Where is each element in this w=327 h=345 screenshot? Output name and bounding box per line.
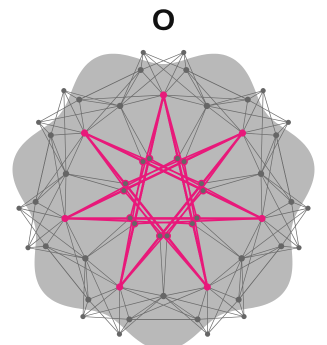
highlight-node <box>200 187 206 193</box>
gray-node <box>48 132 54 138</box>
highlight-node <box>157 233 163 239</box>
gray-node <box>204 103 210 109</box>
gray-node <box>241 314 246 319</box>
gray-node <box>141 50 146 55</box>
gray-node <box>25 245 30 250</box>
highlight-node <box>127 215 133 221</box>
highlight-node <box>239 129 246 136</box>
highlight-node <box>160 91 167 98</box>
highlight-node <box>164 233 170 239</box>
gray-node <box>61 88 66 93</box>
highlight-node <box>131 220 137 226</box>
gray-node <box>288 199 294 205</box>
gray-node <box>195 316 201 322</box>
gray-node <box>117 332 122 337</box>
gray-node <box>85 297 91 303</box>
highlight-node <box>146 155 152 161</box>
gray-node <box>183 67 189 73</box>
gray-node <box>126 316 132 322</box>
gray-node <box>33 199 39 205</box>
highlight-node <box>189 220 195 226</box>
highlight-node <box>140 158 146 164</box>
highlight-node <box>121 187 127 193</box>
gray-node <box>236 297 242 303</box>
highlight-node <box>61 215 68 222</box>
gray-node <box>278 243 284 249</box>
gray-node <box>160 293 166 299</box>
gray-node <box>16 206 21 211</box>
gray-node <box>261 88 266 93</box>
gray-node <box>36 120 41 125</box>
highlight-node <box>122 180 128 186</box>
gray-node <box>76 97 82 103</box>
gray-node <box>296 245 301 250</box>
gray-node <box>80 314 85 319</box>
gray-node <box>305 206 310 211</box>
gray-node <box>273 132 279 138</box>
highlight-node <box>258 215 265 222</box>
gray-node <box>138 67 144 73</box>
gray-node <box>82 255 88 261</box>
highlight-node <box>194 215 200 221</box>
gray-node <box>238 255 244 261</box>
gray-node <box>286 120 291 125</box>
gray-node <box>63 171 69 177</box>
gray-node <box>117 103 123 109</box>
gray-node <box>43 243 49 249</box>
highlight-node <box>174 155 180 161</box>
highlight-node <box>181 158 187 164</box>
gray-node <box>181 50 186 55</box>
highlight-node <box>204 283 211 290</box>
highlight-node <box>81 129 88 136</box>
highlight-node <box>116 283 123 290</box>
highlight-node <box>198 180 204 186</box>
gray-node <box>205 332 210 337</box>
gray-node <box>245 97 251 103</box>
gray-node <box>258 171 264 177</box>
